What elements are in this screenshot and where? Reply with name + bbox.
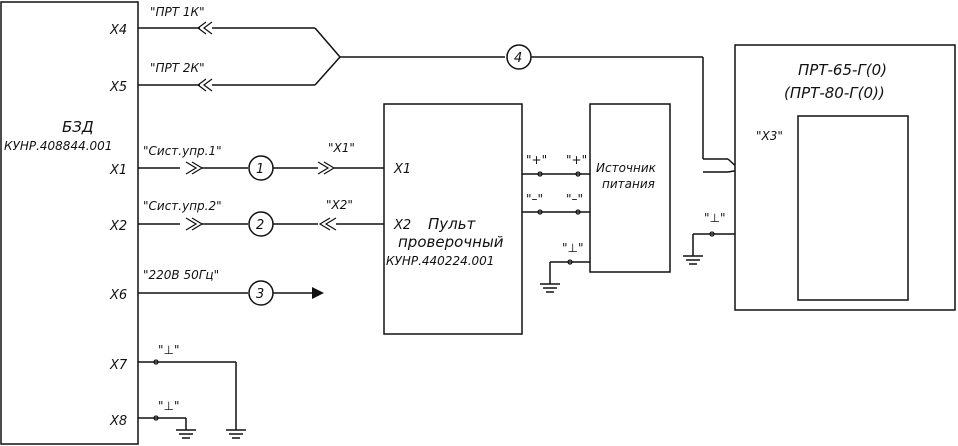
marker-3: 3 [256, 287, 264, 302]
cable-power: "220В 50Гц" [143, 268, 219, 282]
bzd-block [0, 1, 139, 445]
marker-2: 2 [256, 218, 264, 233]
ground-label-psu: "⊥" [562, 241, 584, 255]
psu-plus-panel: "+" [526, 153, 547, 167]
wire-x5 [138, 56, 341, 92]
bzd-code: КУНР.408844.001 [4, 139, 112, 153]
wire-x4 [138, 21, 341, 58]
panel-pin-x1: X1 [393, 162, 411, 177]
cable-prt2k: "ПРТ 2К" [150, 61, 205, 75]
marker-4: 4 [514, 51, 522, 66]
cable-sist1: "Сист.упр.1" [143, 144, 222, 158]
panel-code: КУНР.440224.001 [386, 254, 494, 268]
wire-x6 [138, 280, 324, 306]
ground-x7 [138, 359, 246, 439]
bzd-pin-x1: X1 [109, 163, 127, 178]
panel-pin-x2: X2 [393, 218, 411, 233]
psu-minus-psu: "–" [566, 192, 583, 206]
psu-title: Источник [596, 161, 657, 175]
bzd-pin-x5: X5 [109, 80, 127, 95]
wire-x1 [138, 155, 384, 181]
psu-minus-panel: "–" [526, 192, 543, 206]
marker-1: 1 [256, 162, 264, 177]
ground-label-prt: "⊥" [704, 211, 726, 225]
psu-subtitle: питания [602, 177, 655, 191]
cable-prt1k: "ПРТ 1К" [150, 5, 205, 19]
ground-prt [683, 231, 735, 265]
panel-conn-x1: "X1" [328, 141, 355, 155]
psu-plus-psu: "+" [566, 153, 587, 167]
panel-subtitle: проверочный [398, 233, 504, 251]
prt-subtitle: (ПРТ-80-Г(0)) [784, 84, 885, 102]
panel-block [383, 103, 523, 335]
ground-label-x8: "⊥" [158, 399, 180, 413]
wire-x2 [138, 211, 384, 237]
prt-conn-x3: "X3" [756, 129, 783, 143]
wire-psu [522, 171, 590, 293]
bzd-pin-x8: X8 [109, 414, 127, 429]
panel-conn-x2: "X2" [326, 198, 353, 212]
bzd-title: БЗД [62, 118, 94, 136]
psu-block [589, 103, 671, 273]
prt-inner-block [797, 115, 909, 301]
bzd-pin-x7: X7 [109, 358, 128, 373]
bzd-pin-x4: X4 [109, 23, 127, 38]
ground-label-x7: "⊥" [158, 343, 180, 357]
cable-sist2: "Сист.упр.2" [143, 199, 222, 213]
bzd-pin-x2: X2 [109, 219, 127, 234]
prt-title: ПРТ-65-Г(0) [798, 61, 887, 79]
ground-x8 [138, 415, 196, 439]
panel-title: Пульт [428, 215, 477, 233]
bzd-pin-x6: X6 [109, 288, 127, 303]
